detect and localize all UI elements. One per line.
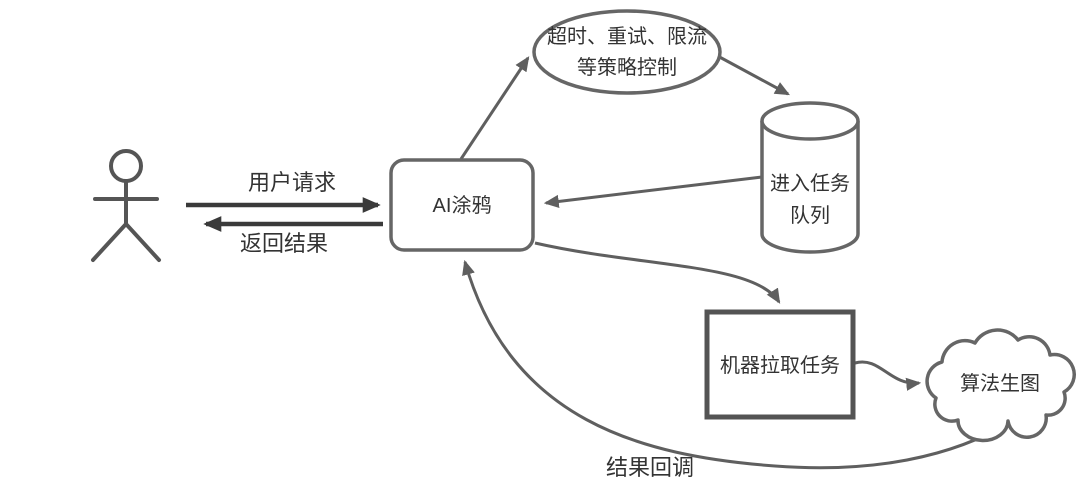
- task-queue-label-line2: 队列: [790, 204, 830, 227]
- edge-result-callback: 结果回调: [462, 259, 1001, 480]
- edge-return-result: 返回结果: [203, 216, 383, 256]
- algorithm-label: 算法生图: [960, 372, 1040, 395]
- return-result-label: 返回结果: [240, 231, 328, 256]
- task-queue-cylinder-top: [760, 101, 860, 141]
- ai-service-label: AI涂鸦: [433, 194, 492, 217]
- arrow-ai-to-worker: [534, 241, 781, 304]
- policy-control-label-line2: 等策略控制: [577, 56, 677, 79]
- node-policy-control: 超时、重试、限流 等策略控制: [532, 9, 722, 95]
- worker-label: 机器拉取任务: [720, 354, 840, 377]
- user-request-label: 用户请求: [248, 170, 336, 195]
- edge-user-request: 用户请求: [186, 170, 381, 213]
- task-queue-cylinder-body: [760, 121, 860, 254]
- node-task-queue: 进入任务 队列: [760, 101, 860, 254]
- policy-control-ellipse: [532, 9, 722, 95]
- worker-box: [704, 309, 856, 420]
- result-callback-label: 结果回调: [606, 455, 694, 480]
- ai-service-box: [389, 158, 535, 252]
- task-queue-label-line1: 进入任务: [770, 172, 850, 195]
- policy-control-label-line1: 超时、重试、限流: [547, 25, 707, 48]
- arrow-worker-to-algorithm: [854, 360, 922, 391]
- person-head-icon: [109, 149, 143, 183]
- node-worker: 机器拉取任务: [704, 309, 856, 420]
- algorithm-cloud: [925, 328, 1076, 443]
- arrow-queue-to-ai: [543, 175, 763, 209]
- arrow-policy-to-queue: [713, 52, 790, 96]
- node-ai-service: AI涂鸦: [389, 158, 535, 252]
- connectors: [459, 52, 922, 391]
- result-callback-arrow: [462, 259, 1001, 470]
- actor-user: [91, 149, 161, 262]
- person-leg-left-icon: [91, 222, 128, 262]
- arrow-ai-to-policy: [459, 56, 530, 160]
- person-leg-right-icon: [124, 222, 161, 262]
- node-algorithm: 算法生图: [925, 328, 1076, 443]
